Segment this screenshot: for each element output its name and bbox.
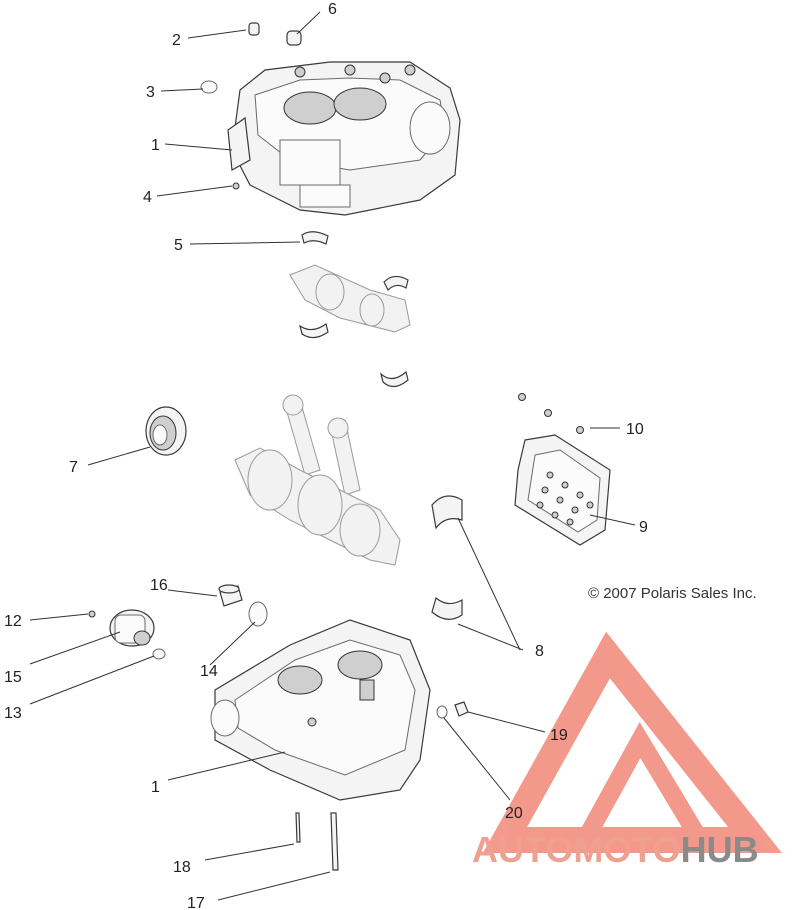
part-17-stud xyxy=(330,812,339,871)
copyright-notice: © 2007 Polaris Sales Inc. xyxy=(588,585,757,602)
callout-14: 14 xyxy=(200,663,218,680)
part-12-bolt xyxy=(88,610,96,618)
callout-10: 10 xyxy=(626,421,644,438)
watermark-text: AUTOMOTOHUB xyxy=(472,829,759,870)
callout-2: 2 xyxy=(172,32,181,49)
part-15-housing xyxy=(109,609,155,647)
part-6-sleeve xyxy=(286,30,302,46)
callout-19: 19 xyxy=(550,727,568,744)
callout-7: 7 xyxy=(69,459,78,476)
lower-crankcase xyxy=(210,619,431,801)
part-19-plug xyxy=(454,701,469,717)
part-4-plug xyxy=(232,182,240,190)
callout-labels: 2 6 3 1 4 5 7 10 9 16 8 12 15 14 13 19 1… xyxy=(4,1,648,910)
watermark-text-part1: AUTOMOTO xyxy=(472,829,681,870)
part-9-cover-plate xyxy=(514,434,611,546)
callout-17: 17 xyxy=(187,895,205,910)
callout-16: 16 xyxy=(150,577,168,594)
part-14-ring xyxy=(248,601,268,627)
part-7-seal xyxy=(145,406,187,456)
watermark-logo xyxy=(482,631,782,853)
callout-20: 20 xyxy=(505,805,523,822)
part-10-bolts xyxy=(518,393,584,434)
callout-1-lower: 1 xyxy=(151,779,160,796)
part-8-bearing-upper xyxy=(431,495,463,530)
balance-shaft xyxy=(289,264,411,333)
callout-13: 13 xyxy=(4,705,22,722)
crankshaft xyxy=(234,394,401,566)
part-8-bearing-lower xyxy=(431,596,463,620)
callout-6: 6 xyxy=(328,1,337,18)
part-2-dowel xyxy=(248,22,260,36)
part-3-oring xyxy=(200,80,218,94)
part-13-oring xyxy=(152,648,166,660)
watermark-text-part2: HUB xyxy=(681,829,759,870)
callout-3: 3 xyxy=(146,84,155,101)
part-18-pin xyxy=(295,812,301,843)
part-20-washer xyxy=(436,705,448,719)
main-bearing-shells xyxy=(299,231,409,388)
callout-15: 15 xyxy=(4,669,22,686)
watermark-triangle-inner xyxy=(569,721,716,849)
callout-5: 5 xyxy=(174,237,183,254)
callout-12: 12 xyxy=(4,613,22,630)
callout-9: 9 xyxy=(639,519,648,536)
leader-lines xyxy=(29,11,636,901)
callout-4: 4 xyxy=(143,189,152,206)
callout-18: 18 xyxy=(173,859,191,876)
callout-1-upper: 1 xyxy=(151,137,160,154)
part-16-bushing xyxy=(218,584,243,607)
upper-crankcase xyxy=(227,61,461,216)
callout-8: 8 xyxy=(535,643,544,660)
